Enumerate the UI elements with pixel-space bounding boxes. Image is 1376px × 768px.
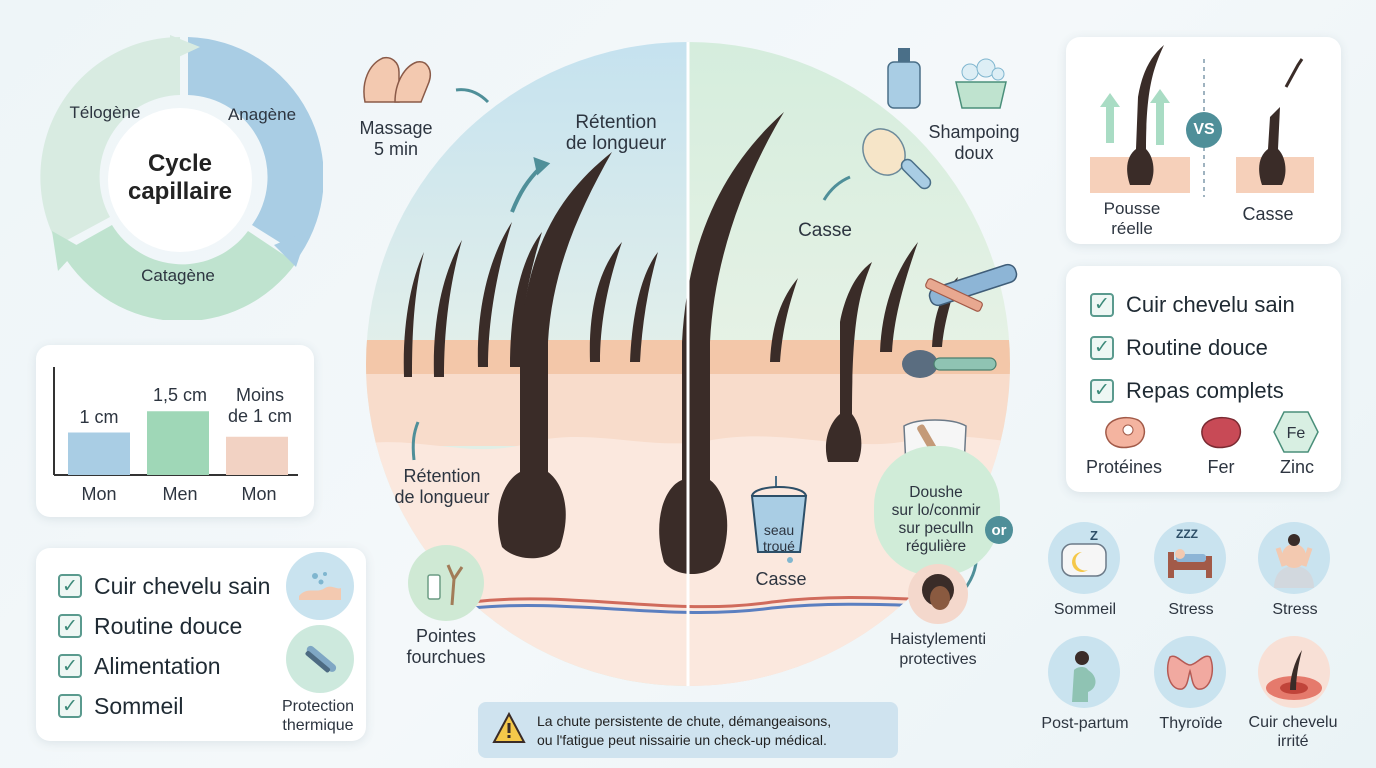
shower-bubble	[874, 446, 1000, 576]
flat-iron-icon	[286, 625, 354, 693]
factor-stress-1: Stress	[1168, 601, 1214, 618]
left-checklist: ✓Cuir chevelu sain ✓Routine douce ✓Alime…	[58, 566, 270, 726]
left-hairs	[403, 222, 658, 377]
shampoo-bottle-icon	[887, 48, 1007, 109]
bar-2-value: 1,5 cm	[152, 385, 208, 405]
warning-text: La chute persistente de chute, démangeai…	[537, 713, 832, 748]
left-check-item-4: ✓Sommeil	[58, 686, 270, 726]
food-proteines: Protéines	[1085, 457, 1163, 477]
catagene-segment	[62, 225, 296, 320]
long-hair-right	[659, 112, 784, 574]
flat-iron-center-icon	[925, 263, 1018, 312]
split-ends-label: Pointes fourchues	[406, 626, 486, 667]
hair-cycle-diagram	[40, 35, 323, 320]
food-fer: Fer	[1207, 457, 1235, 477]
casse-top-label: Casse	[798, 220, 852, 241]
vs-badge: VS	[1186, 112, 1222, 148]
check-icon: ✓	[58, 654, 82, 678]
zzz-text-2: ZZZ	[1176, 527, 1198, 541]
cycle-arrow-2	[274, 231, 308, 267]
factor-postpartum: Post-partum	[1041, 715, 1129, 732]
stress-bed-icon	[1154, 522, 1226, 594]
factor-stress-2: Stress	[1272, 601, 1318, 618]
shower-label: Doushe sur lo/conmir sur peculln réguliè…	[891, 484, 981, 555]
zzz-text-1: Z	[1090, 528, 1098, 543]
zinc-symbol: Fe	[1286, 425, 1306, 442]
sleep-icon	[1048, 522, 1120, 594]
left-check-item-1: ✓Cuir chevelu sain	[58, 566, 270, 606]
factor-sommeil: Sommeil	[1053, 601, 1117, 618]
telogene-label: Télogène	[69, 103, 141, 122]
right-checklist: ✓Cuir chevelu sain ✓Routine douce ✓Repas…	[1090, 283, 1295, 412]
right-check-item-1: ✓Cuir chevelu sain	[1090, 283, 1295, 326]
check-icon: ✓	[1090, 292, 1114, 317]
left-check-item-3: ✓Alimentation	[58, 646, 270, 686]
pregnancy-icon	[1048, 636, 1120, 708]
massage-arrow	[455, 88, 490, 104]
cycle-center	[108, 108, 252, 252]
protein-steak-icon	[1105, 416, 1146, 449]
anagene-label: Anagène	[227, 105, 297, 124]
growth-chart	[53, 367, 298, 476]
shampoo-label: Shampoing doux	[928, 122, 1020, 163]
check-icon: ✓	[1090, 378, 1114, 403]
right-check-item-3: ✓Repas complets	[1090, 369, 1295, 412]
split-ends-icon	[408, 545, 484, 621]
growth-bar-1	[68, 432, 130, 475]
growth-bar-3	[226, 436, 288, 475]
warning-icon	[492, 712, 526, 743]
breakage-label: Casse	[1242, 204, 1294, 224]
irritated-scalp-icon	[1258, 636, 1330, 708]
leaky-bucket-icon	[750, 476, 808, 563]
check-icon: ✓	[58, 574, 82, 598]
massage-hands-icon	[363, 56, 431, 103]
bar-1-value: 1 cm	[79, 407, 119, 427]
check-icon: ✓	[58, 614, 82, 638]
hair-follicle-diagram	[366, 42, 1010, 686]
growth-vs-breakage-illustration	[1090, 45, 1314, 197]
massage-label: Massage 5 min	[359, 118, 433, 159]
bar-3-value: Moins de 1 cm	[227, 385, 293, 426]
retention-top-label: Rétention de longueur	[565, 112, 667, 154]
cycle-arrow-3	[52, 231, 80, 271]
cycle-arrow-1	[170, 35, 200, 61]
cycle-title: Cycle capillaire	[127, 150, 233, 205]
hair-brush-icon	[862, 128, 932, 190]
right-check-item-2: ✓Routine douce	[1090, 326, 1295, 369]
factor-irritated-scalp: Cuir chevelu irrité	[1248, 714, 1338, 750]
protective-hairstyle-label: Haistylementi protectives	[889, 631, 987, 668]
telogene-segment	[40, 37, 181, 245]
left-check-item-2: ✓Routine douce	[58, 606, 270, 646]
check-icon: ✓	[1090, 335, 1114, 360]
food-zinc: Zinc	[1279, 457, 1314, 477]
check-icon: ✓	[58, 694, 82, 718]
bar-3-category: Mon	[241, 484, 277, 504]
protection-label: Protection thermique	[281, 698, 355, 734]
bar-2-category: Men	[162, 484, 198, 504]
left-retention-arrow	[411, 421, 420, 461]
casse-arrow	[822, 175, 851, 201]
bar-1-category: Mon	[81, 484, 117, 504]
real-growth-label: Pousse réelle	[1103, 199, 1161, 238]
or-badge: or	[985, 516, 1013, 544]
warning-banner	[478, 702, 898, 758]
retention-left-label: Rétention de longueur	[394, 466, 490, 507]
protective-hairstyle-icon	[908, 564, 968, 624]
zinc-hexagon-icon	[1273, 411, 1319, 453]
stress-person-icon	[1258, 522, 1330, 594]
iron-liver-icon	[1201, 416, 1242, 449]
factor-thyroide: Thyroïde	[1159, 715, 1223, 732]
casse-bottom-label: Casse	[755, 569, 807, 589]
scalp-wash-icon	[286, 552, 354, 620]
anagene-segment	[188, 37, 323, 255]
growth-bar-2	[147, 411, 209, 475]
bucket-label: seau troué	[763, 522, 795, 554]
thyroid-icon	[1154, 636, 1226, 708]
catagene-label: Catagène	[141, 266, 215, 285]
long-hair-left	[498, 152, 612, 559]
comb-brush-icon	[902, 350, 997, 378]
